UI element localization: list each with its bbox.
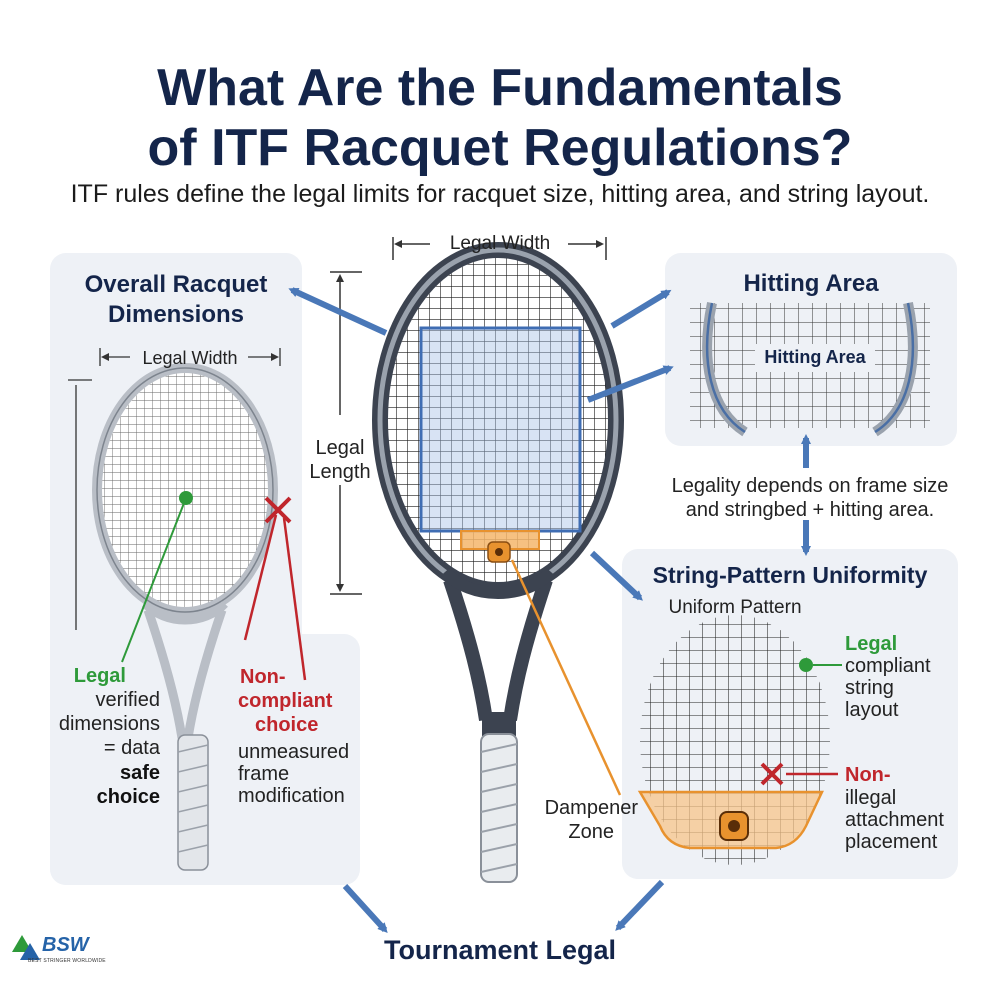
page-title-line2: of ITF Racquet Regulations? bbox=[147, 119, 853, 177]
center-racquet bbox=[372, 242, 624, 883]
hitting-area-graphic bbox=[690, 301, 930, 437]
string-pattern-title: String-Pattern Uniformity bbox=[652, 562, 928, 588]
left-width-dimension bbox=[68, 348, 281, 630]
left-legal-width-label: Legal Width bbox=[142, 348, 238, 368]
left-panel-title-2: Dimensions bbox=[107, 301, 245, 328]
bsw-logo-text: BSW bbox=[42, 934, 89, 956]
page-subtitle: ITF rules define the legal limits for ra… bbox=[70, 180, 930, 208]
legality-note-2: and stringbed + hitting area. bbox=[685, 499, 935, 521]
uniform-legal-desc-2: string bbox=[845, 677, 894, 699]
left-noncompliant-desc-3: modification bbox=[238, 785, 345, 807]
flow-arrows bbox=[288, 287, 811, 933]
left-noncompliant-desc-1: unmeasured bbox=[238, 741, 350, 763]
uniform-pattern-label: Uniform Pattern bbox=[668, 597, 802, 618]
left-legal-label: Legal bbox=[73, 665, 126, 687]
left-safe-choice-1: safe bbox=[119, 762, 160, 784]
center-length-dimension bbox=[330, 271, 362, 595]
uniform-non-desc-3: placement bbox=[845, 831, 938, 853]
bsw-logo-tagline: BEST STRINGER WORLDWIDE bbox=[28, 958, 106, 964]
legality-note-1: Legality depends on frame size bbox=[671, 475, 949, 497]
uniform-legal-label: Legal bbox=[845, 633, 898, 655]
dampener-label-2: Zone bbox=[568, 821, 614, 843]
uniform-legal-desc-3: layout bbox=[845, 699, 899, 721]
center-legal-length-label-1: Legal bbox=[315, 437, 365, 459]
left-legal-desc-3: = data bbox=[103, 737, 160, 759]
hitting-area-title: Hitting Area bbox=[743, 270, 879, 297]
page-title-line1: What Are the Fundamentals bbox=[157, 59, 843, 117]
hitting-area-inner-label: Hitting Area bbox=[764, 347, 866, 367]
uniform-non-desc-2: attachment bbox=[845, 809, 944, 831]
left-noncompliant-1: Non- bbox=[240, 666, 286, 688]
dampener-label-1: Dampener bbox=[544, 797, 638, 819]
left-noncompliant-3: choice bbox=[255, 714, 319, 736]
tournament-legal-label: Tournament Legal bbox=[383, 935, 617, 965]
center-legal-width-label: Legal Width bbox=[449, 233, 551, 254]
left-racquet bbox=[92, 363, 307, 871]
center-width-dimension bbox=[392, 237, 607, 260]
left-noncompliant-desc-2: frame bbox=[238, 763, 290, 785]
center-legal-length-label-2: Length bbox=[309, 461, 371, 483]
left-legal-desc-2: dimensions bbox=[58, 713, 160, 735]
uniform-non-label: Non- bbox=[845, 764, 891, 786]
left-safe-choice-2: choice bbox=[96, 786, 160, 808]
bsw-logo-mark bbox=[12, 935, 40, 960]
left-panel-title-1: Overall Racquet bbox=[84, 271, 268, 298]
uniform-pattern-graphic bbox=[637, 615, 842, 865]
left-noncompliant-2: compliant bbox=[238, 690, 333, 712]
uniform-legal-desc-1: compliant bbox=[845, 655, 931, 677]
uniform-non-desc-1: illegal bbox=[845, 787, 897, 809]
left-legal-desc-1: verified bbox=[95, 689, 160, 711]
